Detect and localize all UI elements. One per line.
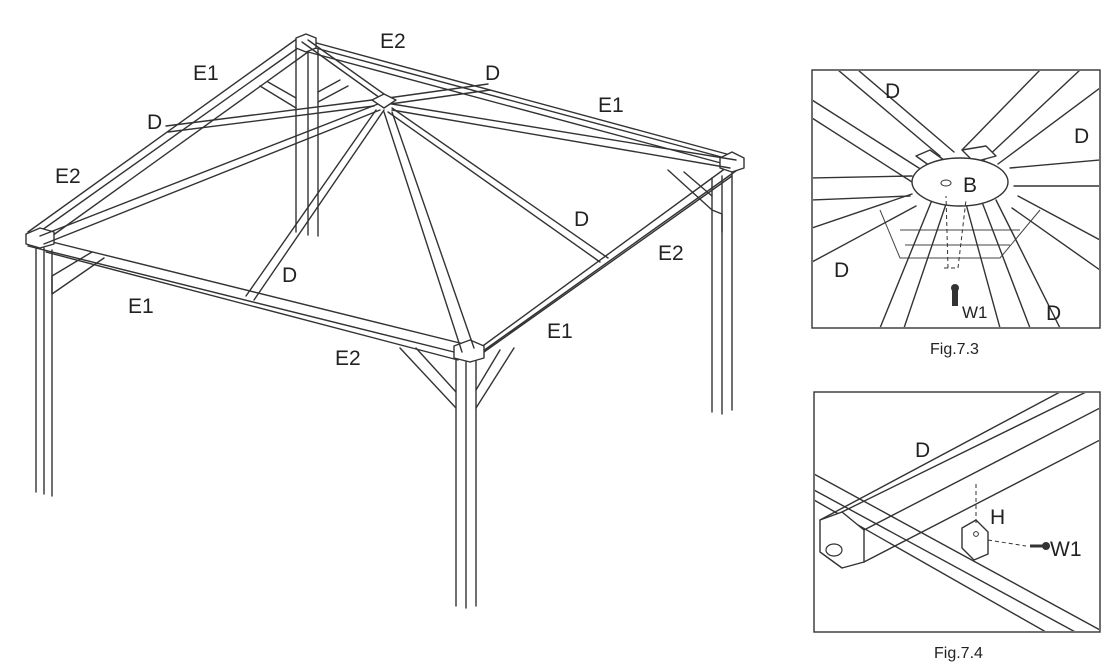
- gazebo-frame: [25, 33, 745, 609]
- label-e1-back-right: E1: [598, 94, 624, 117]
- label-e1-front-right: E1: [547, 320, 573, 343]
- fig-7-3-detail: D D B D W1 D Fig.7.3: [811, 69, 1101, 358]
- fig73-label-d1: D: [885, 80, 900, 103]
- label-e2-right: E2: [658, 242, 684, 265]
- fig73-label-b: B: [963, 174, 977, 197]
- label-d-front-right: D: [574, 208, 589, 231]
- fig74-label-d: D: [915, 439, 930, 462]
- fig74-label-h: H: [990, 506, 1005, 529]
- fig74-label-w1: W1: [1050, 538, 1082, 561]
- label-e2-front: E2: [335, 347, 361, 370]
- fig73-label-d4: D: [1046, 302, 1061, 325]
- label-d-front-left: D: [282, 264, 297, 287]
- label-e1-back-left: E1: [193, 62, 219, 85]
- bolt-w1-icon: [952, 290, 958, 306]
- post-back: [295, 45, 319, 237]
- fig73-label-d3: D: [834, 259, 849, 282]
- beam-right-e2: [469, 161, 741, 363]
- bracket-assembly: [815, 393, 1099, 631]
- post-front-center: [455, 359, 477, 609]
- fig73-caption: Fig.7.3: [930, 341, 979, 358]
- label-e2-top: E2: [380, 30, 406, 53]
- beam-back-e1: [297, 37, 741, 167]
- beam-left-e2: [27, 37, 309, 247]
- post-right: [711, 171, 733, 415]
- post-front-left: [35, 245, 53, 497]
- fig-7-4-frame: [813, 391, 1101, 633]
- bolt-w1-icon-2: [1042, 542, 1050, 550]
- fig73-label-d2: D: [1074, 125, 1089, 148]
- label-d-back-right: D: [485, 62, 500, 85]
- fig-7-4-detail: D H W1 Fig.7.4: [813, 391, 1101, 662]
- label-d-left: D: [147, 111, 162, 134]
- corner-braces: [51, 79, 723, 409]
- label-e2-left: E2: [55, 165, 81, 188]
- rafters-d: [39, 39, 737, 353]
- label-e1-front-left: E1: [128, 295, 154, 318]
- hub-assembly: [813, 71, 1099, 327]
- beam-front-e1: [27, 235, 481, 361]
- main-labels: E2 E1 D D E1 E2 D E2 D E1 E1 E2: [55, 30, 684, 370]
- fig74-caption: Fig.7.4: [934, 645, 983, 662]
- fig73-label-w1: W1: [962, 303, 988, 322]
